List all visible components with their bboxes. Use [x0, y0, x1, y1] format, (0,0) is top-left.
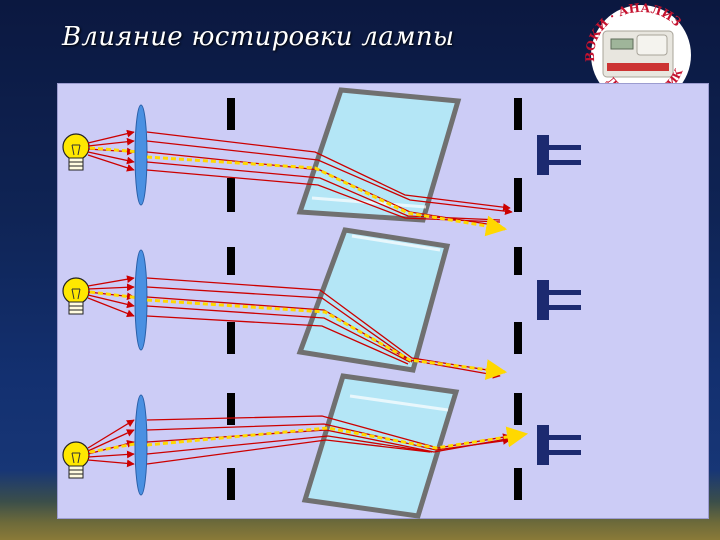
light-bulb-icon — [62, 277, 90, 315]
photodetector-icon — [537, 425, 581, 465]
optical-axis — [89, 146, 141, 154]
optical-axis-beam — [146, 155, 508, 237]
slit-diaphragm-icon — [227, 98, 235, 130]
rays-lamp-to-lens — [87, 129, 135, 172]
lens-icon — [134, 249, 148, 351]
photodetector-icon — [537, 280, 581, 320]
lens-icon — [134, 394, 148, 496]
light-bulb-icon — [62, 133, 90, 171]
lamp-misaligned-row-3 — [62, 373, 581, 519]
lens-icon — [134, 104, 148, 206]
cuvette-icon — [296, 87, 462, 223]
slit-diaphragm-icon — [227, 393, 235, 425]
lamp-aligned-row-1 — [62, 87, 581, 237]
lamp-misaligned-row-2 — [62, 227, 581, 381]
photodetector-icon — [537, 135, 581, 175]
slit-diaphragm-icon — [227, 247, 235, 275]
light-bulb-icon — [62, 441, 90, 479]
slide-title: Влияние юстировки лампы — [62, 22, 455, 52]
